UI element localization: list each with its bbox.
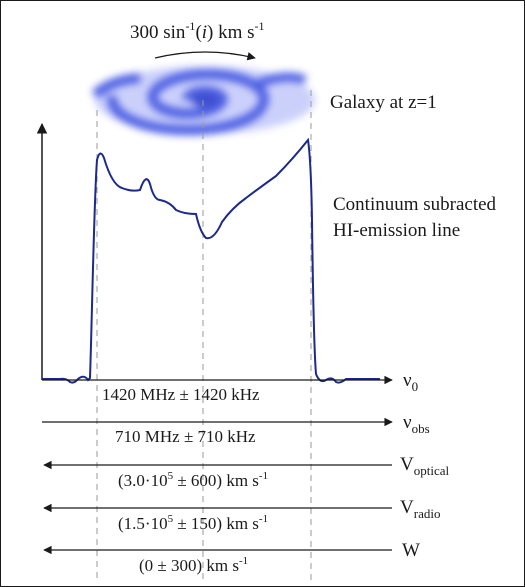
axis-row-1: 710 MHz ± 710 kHz νobs	[42, 412, 430, 446]
axis-symbol-nuobs: νobs	[403, 412, 430, 436]
rotation-label: 300 sin-1(i) km s-1	[130, 19, 265, 43]
axis-main-label: 710 MHz ± 710 kHz	[115, 427, 256, 446]
axis-main-label: (0 ± 300) km s-1	[139, 555, 248, 575]
galaxy-label: Galaxy at z=1	[330, 92, 437, 113]
line-label-2: HI-emission line	[333, 220, 460, 241]
axis-row-2: (3.0·105 ± 600) km s-1 Voptical	[43, 454, 449, 490]
axis-symbol-nu0: ν0	[403, 370, 418, 394]
hi-emission-profile	[42, 137, 380, 384]
axis-symbol-voptical: Voptical	[400, 454, 449, 478]
axis-main-label: (1.5·105 ± 150) km s-1	[118, 513, 268, 533]
axis-row-3: (1.5·105 ± 150) km s-1 Vradio	[43, 497, 440, 533]
galaxy-image	[91, 66, 315, 136]
line-label-1: Continuum subracted	[333, 194, 497, 215]
axis-row-4: (0 ± 300) km s-1 W	[43, 540, 420, 575]
axis-row-0: 1420 MHz ± 1420 kHz ν0	[42, 370, 418, 404]
axis-symbol-vradio: Vradio	[400, 497, 440, 521]
rotation-arrow	[154, 51, 256, 61]
guide-lines	[96, 90, 312, 580]
axis-main-label: 1420 MHz ± 1420 kHz	[102, 385, 260, 404]
axis-main-label: (3.0·105 ± 600) km s-1	[118, 470, 268, 490]
axis-symbol-w: W	[402, 540, 420, 561]
